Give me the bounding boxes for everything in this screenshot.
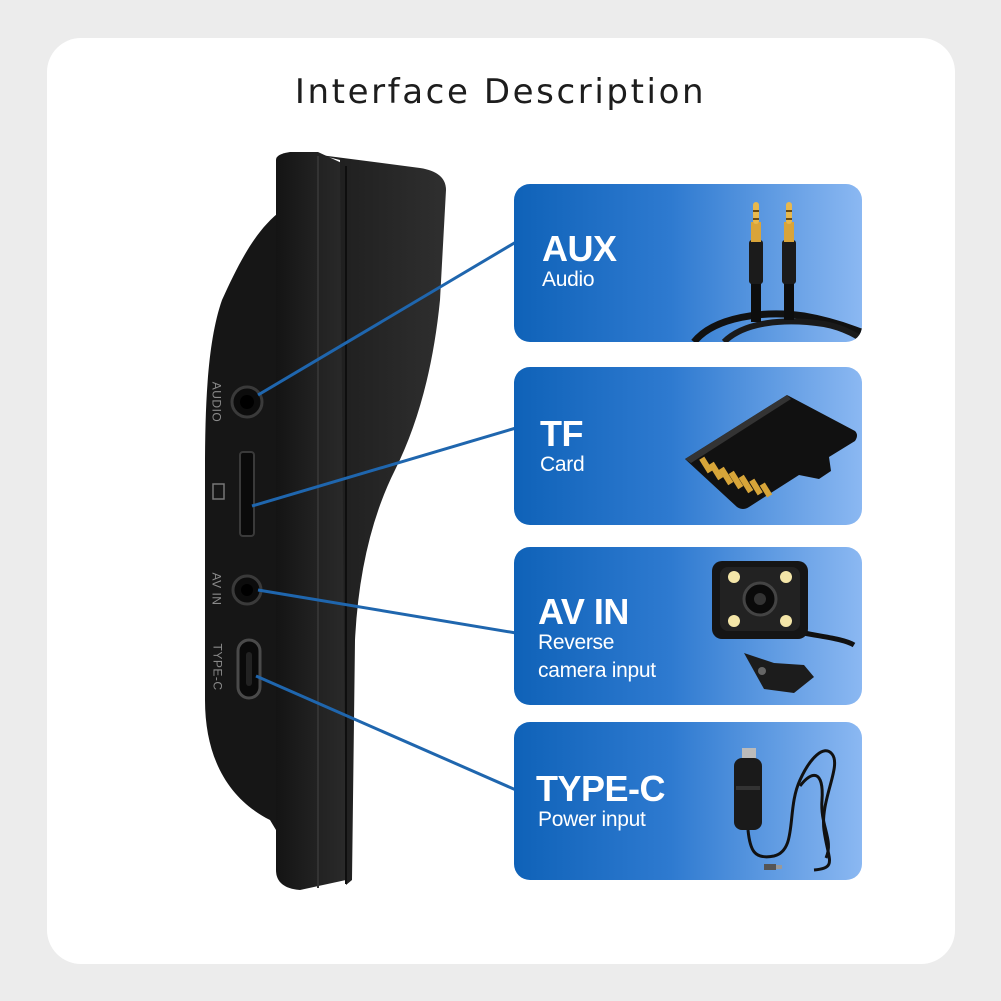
panel-title: AUX: [542, 228, 617, 269]
panel-description: Reverse: [538, 631, 615, 654]
panel-title: TF: [540, 413, 583, 454]
avin-panel: AV IN Reverse camera input: [514, 547, 862, 705]
page-title: Interface Description: [294, 72, 707, 112]
car-charger-icon: [734, 748, 837, 872]
panel-description: Audio: [542, 268, 595, 291]
reverse-camera-icon: [712, 561, 856, 693]
sd-card-symbol: [212, 483, 225, 500]
avin-port-label: AV IN: [209, 572, 224, 606]
panel-description: camera input: [538, 659, 656, 682]
panel-description: Card: [540, 453, 585, 476]
panel-description: Power input: [538, 808, 646, 831]
audio-port-label: AUDIO: [209, 381, 224, 423]
typec-port-label: TYPE-C: [210, 643, 225, 691]
aux-cable-icon: [691, 202, 862, 342]
tf-card-slot: [239, 451, 255, 537]
typec-panel: TYPE-C Power input: [514, 722, 862, 880]
tf-panel: TF Card: [514, 367, 862, 525]
panel-title: AV IN: [538, 591, 629, 632]
panel-title: TYPE-C: [536, 768, 666, 809]
aux-panel: AUX Audio: [514, 184, 862, 342]
tf-card-icon: [685, 395, 857, 509]
